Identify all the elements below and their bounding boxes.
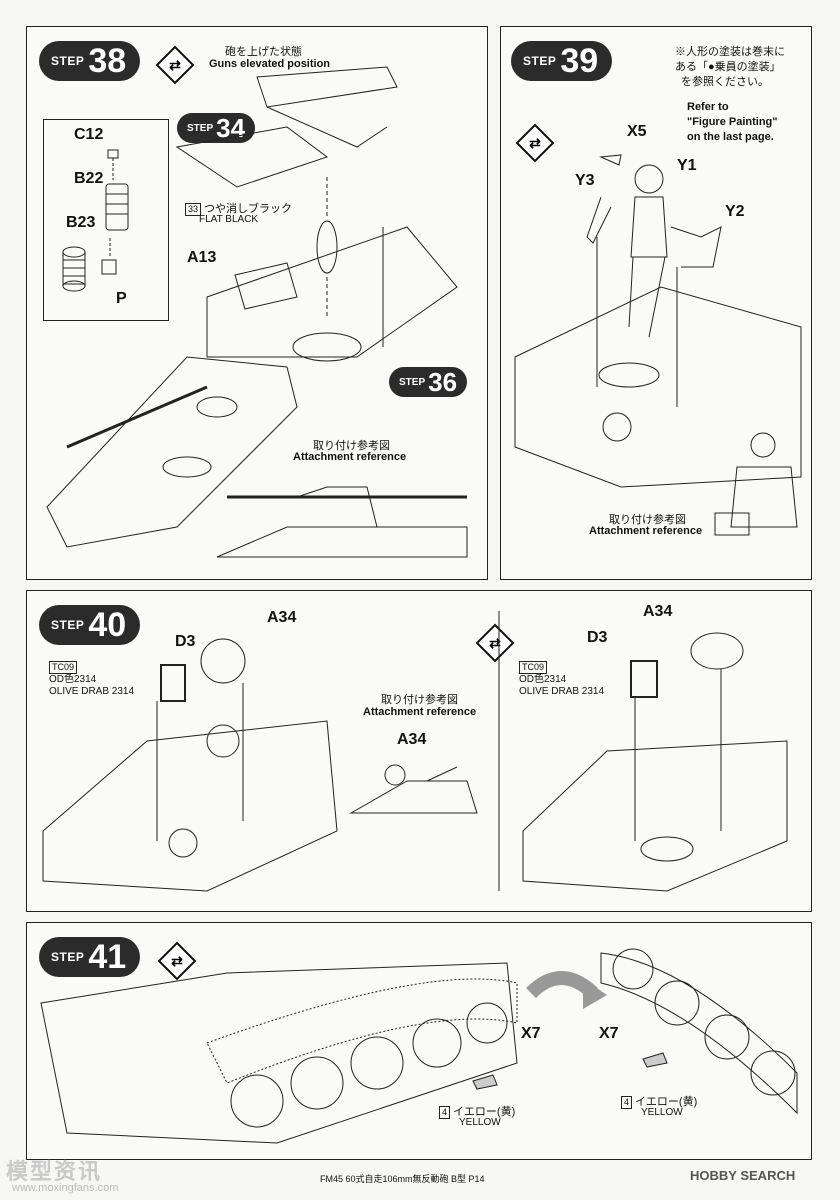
part-y2: Y2 xyxy=(725,203,745,220)
step39-badge: STEP 39 xyxy=(511,41,613,81)
step40-panel: STEP 40 D3 A34 TC09 OD色2314 OLIVE DRAB 2… xyxy=(26,590,812,912)
step40-attach-jp: 取り付け参考図 xyxy=(381,694,458,706)
step39-note-en-3: on the last page. xyxy=(687,131,774,143)
crew-figure-drawing xyxy=(514,154,802,536)
step40-paint-right: TC09 OD色2314 OLIVE DRAB 2314 xyxy=(519,661,605,697)
part-a34-right: A34 xyxy=(643,603,673,620)
svg-text:⇄: ⇄ xyxy=(169,57,181,73)
svg-text:⇄: ⇄ xyxy=(489,635,501,651)
part-x7-right: X7 xyxy=(599,1025,619,1042)
tank-gun-assembly-drawing xyxy=(46,66,468,558)
rotate-model-icon: ⇄ xyxy=(515,123,555,163)
svg-text:⇄: ⇄ xyxy=(529,135,541,151)
step40-paint-left: TC09 OD色2314 OLIVE DRAB 2314 xyxy=(49,661,135,697)
step39-note-jp-2: ある「●乗員の塗装」 xyxy=(675,61,781,73)
step41-paint-right-en: YELLOW xyxy=(641,1107,683,1118)
page-footer-title: FM45 60式自走106mm無反動砲 B型 P14 xyxy=(320,1174,485,1184)
step38-attach-jp: 取り付け参考図 xyxy=(313,440,390,452)
part-a34-left: A34 xyxy=(267,609,297,626)
part-x7-left: X7 xyxy=(521,1025,541,1042)
part-p: P xyxy=(116,290,127,307)
brand-logo: HOBBY SEARCH xyxy=(690,1168,796,1183)
step40-attach-en: Attachment reference xyxy=(363,706,477,718)
step39-note-jp-3: を参照ください。 xyxy=(681,76,769,88)
step39-note-jp-1: ※人形の塗装は巻末に xyxy=(675,46,785,58)
part-b22: B22 xyxy=(74,170,104,187)
step39-attach-jp: 取り付け参考図 xyxy=(609,514,686,526)
part-b23: B23 xyxy=(66,214,96,231)
part-a13: A13 xyxy=(187,249,217,266)
step38-badge: STEP 38 xyxy=(39,41,141,81)
step38-note-en: Guns elevated position xyxy=(209,58,331,70)
hatch-assembly-drawing xyxy=(42,611,788,892)
step39-note-en-1: Refer to xyxy=(687,101,729,113)
step41-badge: STEP 41 xyxy=(39,937,141,977)
subassembly-frame: C12 B22 B23 P xyxy=(43,119,169,321)
rotate-model-icon: ⇄ xyxy=(475,623,515,663)
step40-badge: STEP 40 xyxy=(39,605,141,645)
gun-mount-parts-drawing xyxy=(62,149,129,292)
step38-attach-en: Attachment reference xyxy=(293,451,407,463)
part-c12: C12 xyxy=(74,126,104,143)
part-x5: X5 xyxy=(627,123,647,140)
step39-note-en-2: "Figure Painting" xyxy=(687,116,778,128)
part-d3-left: D3 xyxy=(175,633,196,650)
step38-panel: STEP 38 ⇄ 砲を上げた状態 Guns elevated position… xyxy=(26,26,488,580)
step36-ref-badge: STEP 36 xyxy=(389,367,468,397)
svg-text:⇄: ⇄ xyxy=(171,953,183,969)
step-number: 38 xyxy=(88,42,127,80)
rotate-model-icon: ⇄ xyxy=(157,941,197,981)
watermark-text: 模型资讯 xyxy=(6,1159,103,1184)
step34-ref-badge: STEP 34 xyxy=(177,113,256,143)
attach-part-a34: A34 xyxy=(397,731,427,748)
step41-paint-left-en: YELLOW xyxy=(459,1117,501,1128)
step-label: STEP xyxy=(51,54,85,68)
part-y3: Y3 xyxy=(575,172,595,189)
part-y1: Y1 xyxy=(677,157,697,174)
step39-panel: STEP 39 ※人形の塗装は巻末に ある「●乗員の塗装」 を参照ください。 R… xyxy=(500,26,812,580)
part-d3-right: D3 xyxy=(587,629,608,646)
step38-paint-en: FLAT BLACK xyxy=(199,214,259,225)
watermark-url: www.moxingfans.com xyxy=(12,1182,119,1194)
rotate-model-icon: ⇄ xyxy=(155,45,195,85)
step38-note-jp: 砲を上げた状態 xyxy=(225,46,302,58)
track-suspension-drawing xyxy=(40,948,798,1144)
step39-attach-en: Attachment reference xyxy=(589,525,703,537)
